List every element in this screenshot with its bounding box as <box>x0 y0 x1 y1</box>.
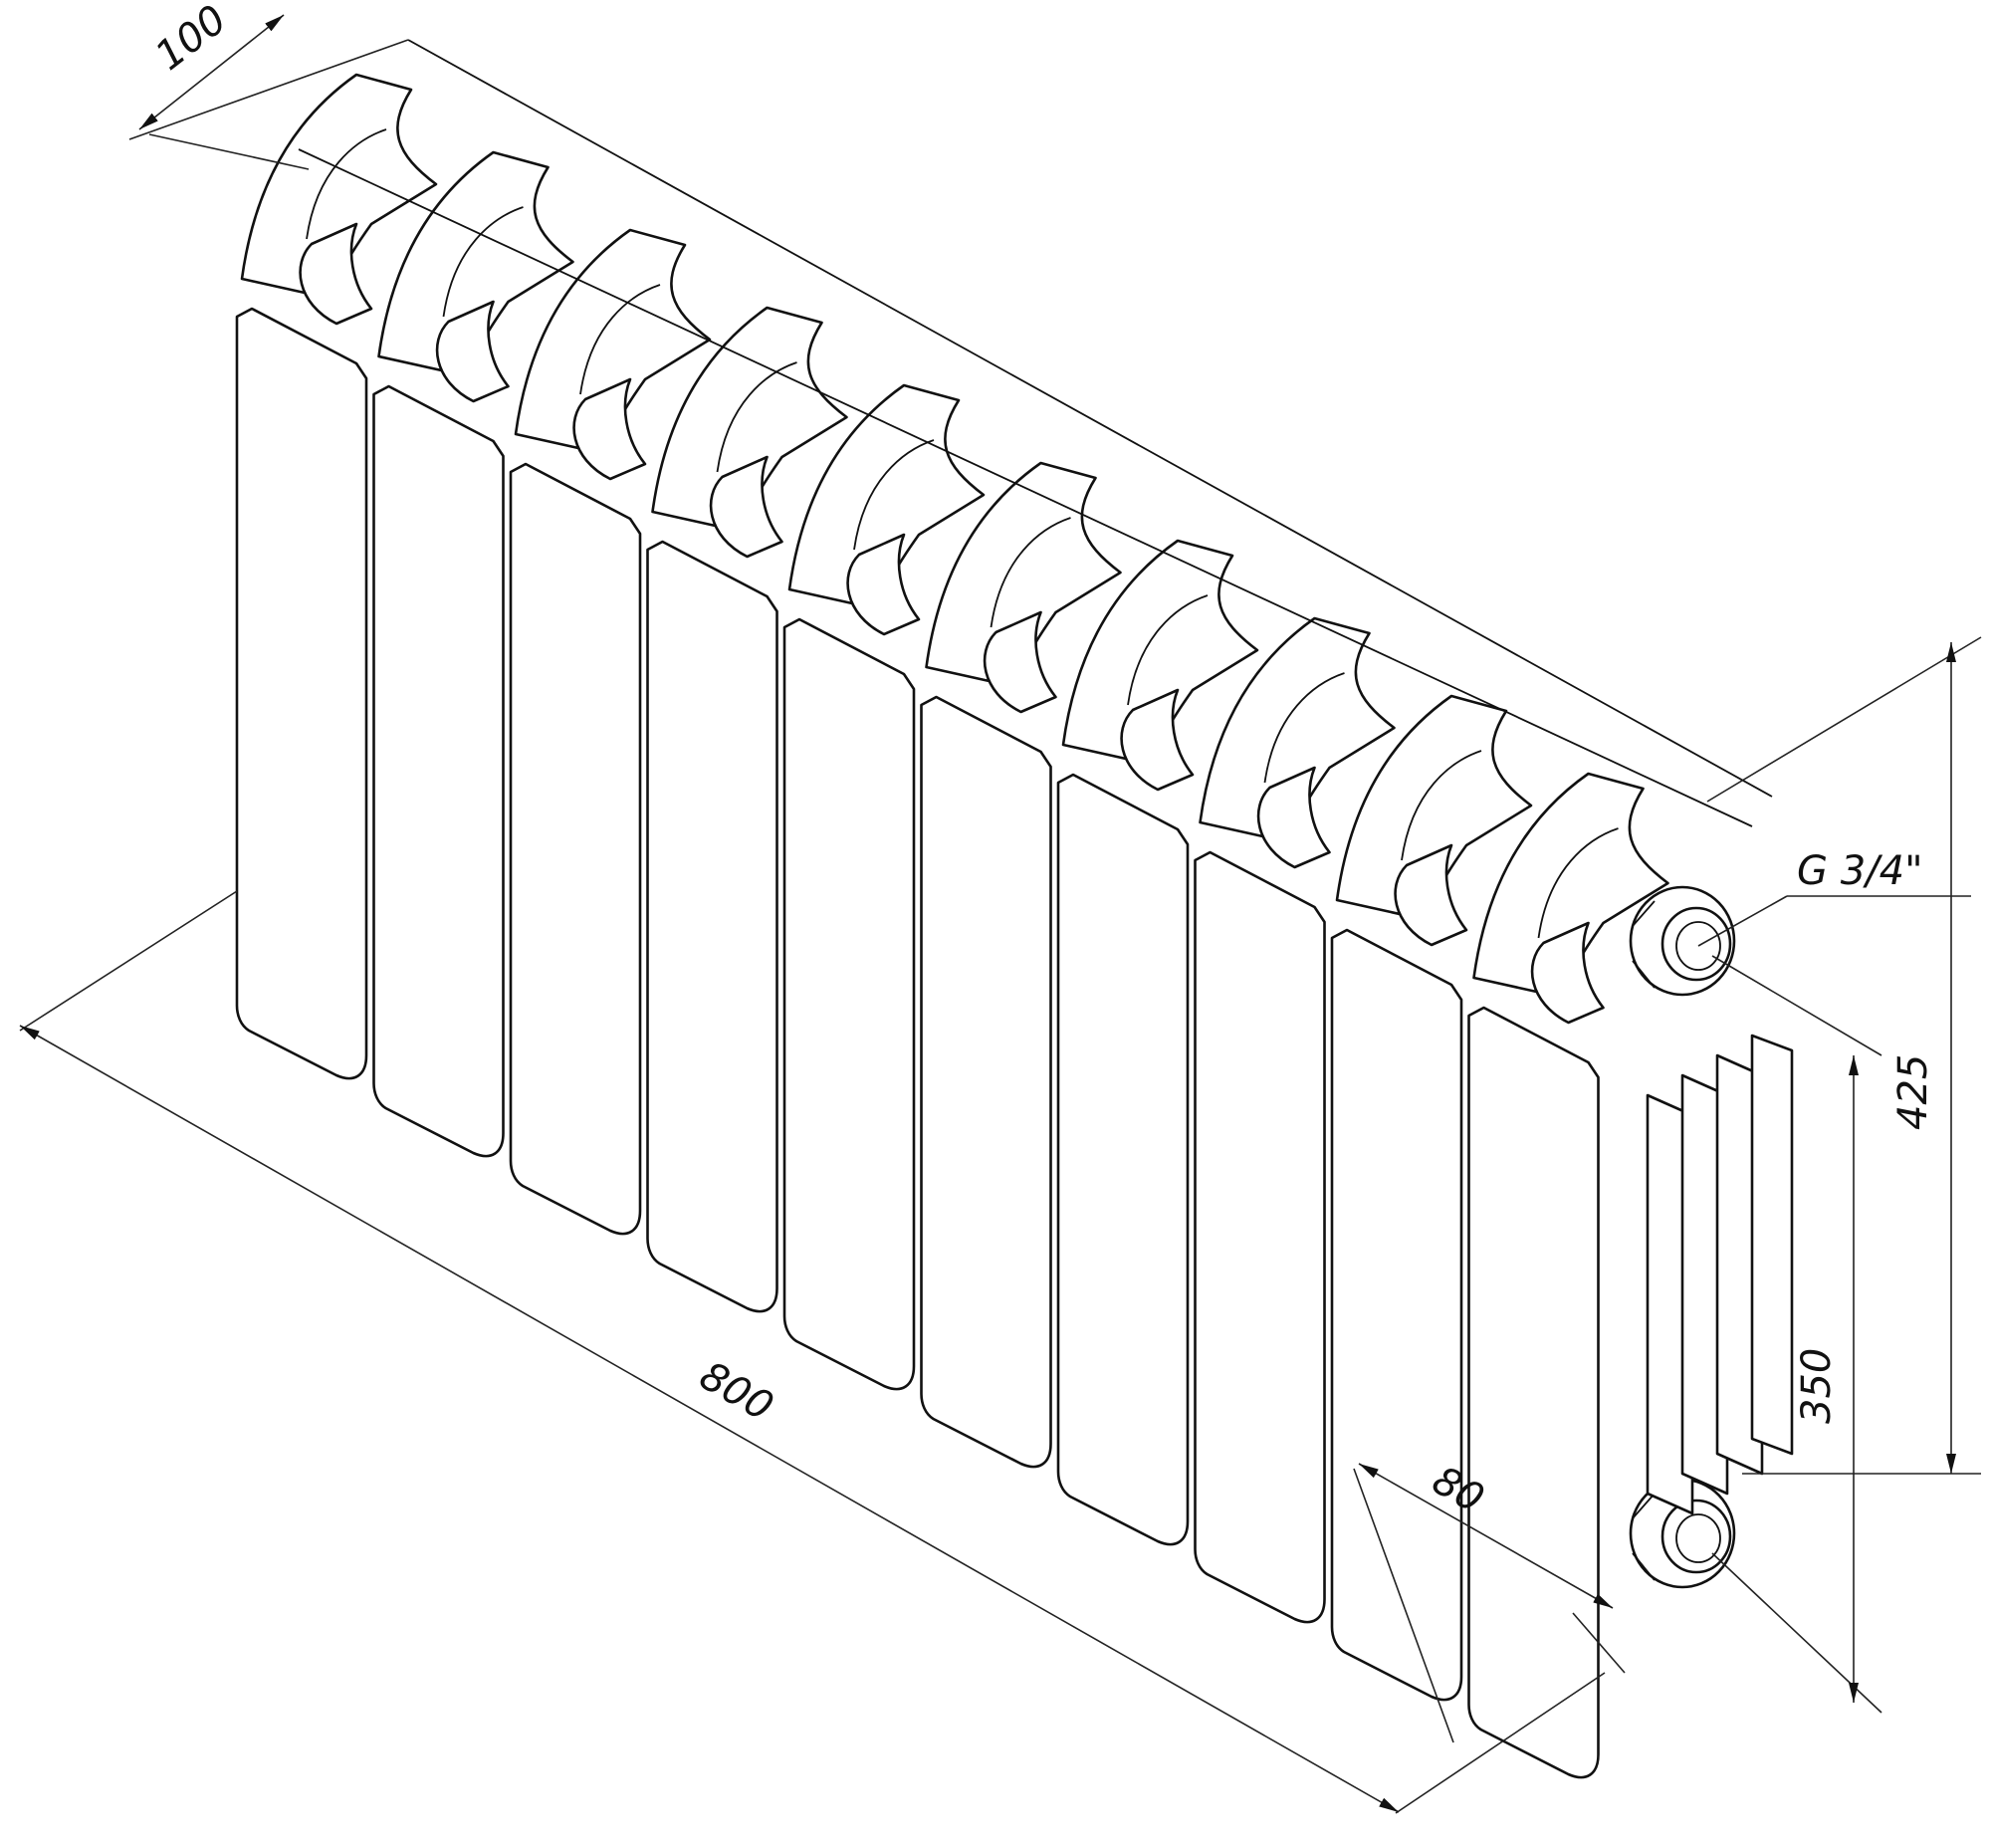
thread-label: G 3/4" <box>1797 848 1922 894</box>
radiator-section <box>372 150 574 1158</box>
dim-total-height-label: 425 <box>1890 1054 1936 1130</box>
dimension-length: 800 <box>19 890 1606 1814</box>
end-side-fins <box>1646 1034 1794 1515</box>
thread-callout: G 3/4" <box>1697 848 1971 947</box>
dim-axis-distance-label: 350 <box>1794 1348 1840 1424</box>
top-header-bar <box>298 39 1773 827</box>
radiator-sections <box>235 73 1669 1779</box>
dimension-axis-distance: 350 <box>1711 955 1882 1714</box>
dim-depth-top-label: 100 <box>147 0 235 80</box>
dimension-total-height: 425 <box>1706 636 1982 1475</box>
upper-connection-nipple <box>1629 885 1736 997</box>
dim-length-label: 800 <box>692 1353 780 1431</box>
